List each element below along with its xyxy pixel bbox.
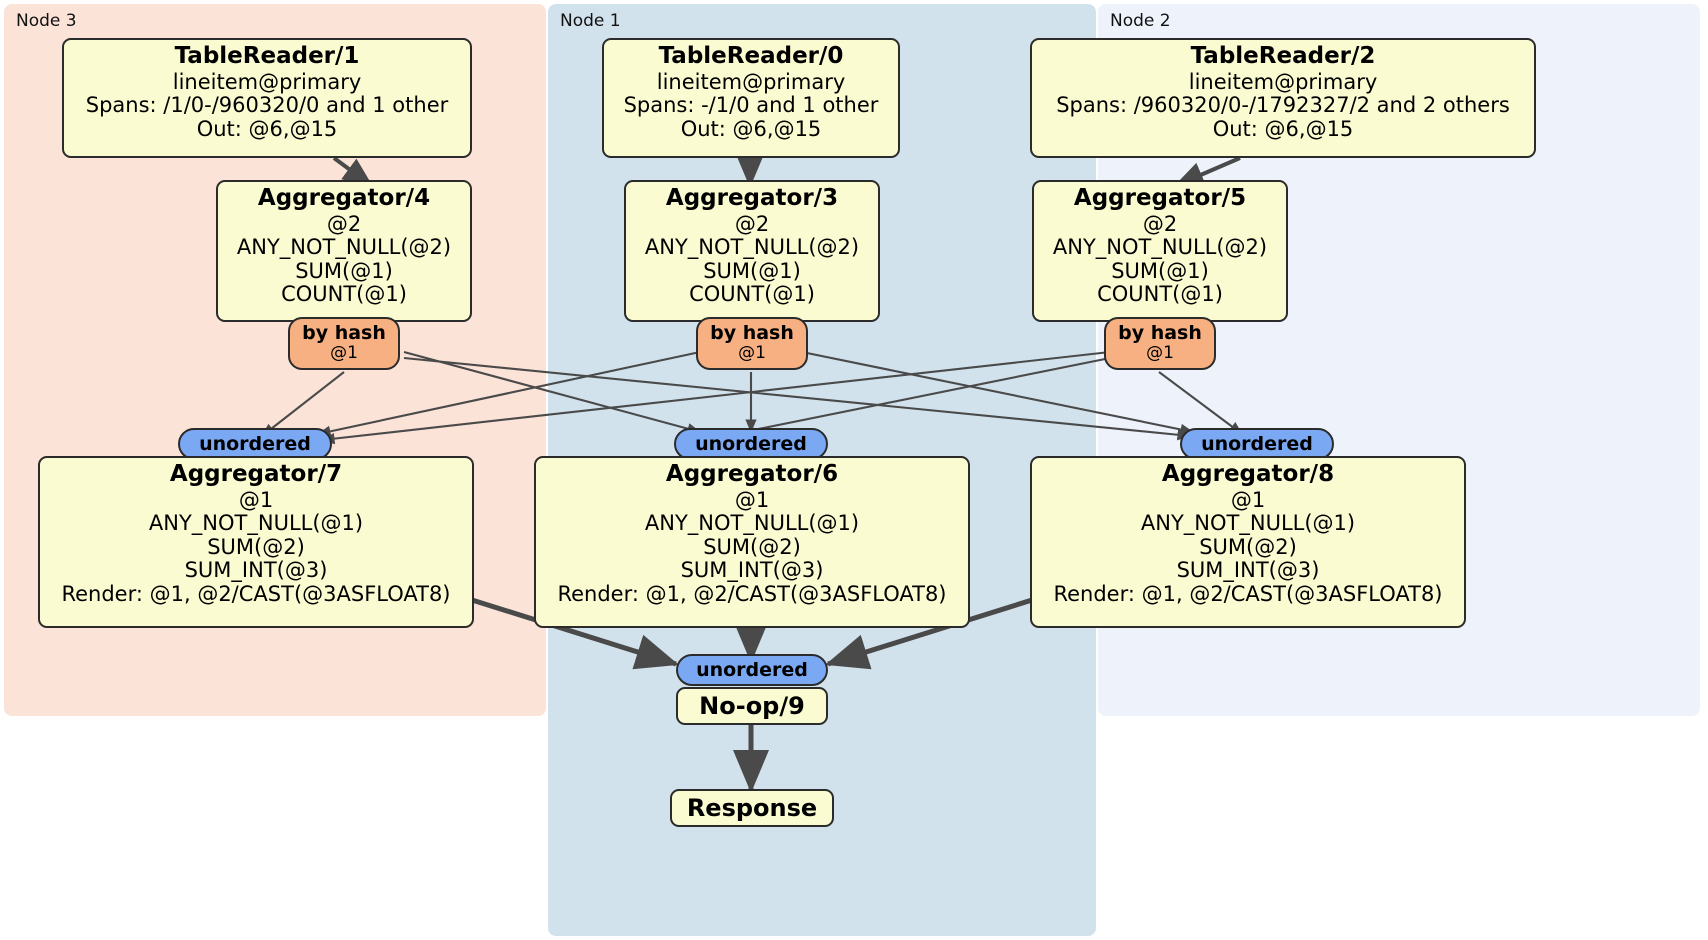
processor-line: SUM(@1) (295, 258, 393, 283)
processor-line: @1 (1230, 487, 1266, 512)
processor-line: SUM(@1) (703, 258, 801, 283)
processor-aggregator-3[interactable]: Aggregator/3 @2 ANY_NOT_NULL(@2) SUM(@1)… (624, 180, 880, 322)
processor-line: @1 (238, 487, 274, 512)
processor-title: Aggregator/7 (169, 461, 343, 487)
processor-line: COUNT(@1) (281, 282, 407, 307)
processor-aggregator-7[interactable]: Aggregator/7 @1 ANY_NOT_NULL(@1) SUM(@2)… (38, 456, 474, 628)
processor-line: SUM(@2) (1199, 534, 1297, 559)
processor-line: SUM_INT(@3) (1176, 558, 1320, 583)
processor-line: Render: @1, @2/CAST(@3ASFLOAT8) (557, 581, 947, 606)
processor-line: COUNT(@1) (689, 282, 815, 307)
node-region-label-node2: Node 2 (1110, 11, 1171, 31)
router-badge-by-hash-left[interactable]: by hash @1 (288, 317, 400, 370)
processor-line: SUM(@1) (1111, 258, 1209, 283)
router-badge-type: by hash (302, 322, 386, 344)
synchronizer-badge-label: unordered (199, 432, 311, 455)
router-badge-type: by hash (710, 322, 794, 344)
processor-line: ANY_NOT_NULL(@1) (148, 511, 364, 536)
processor-line: SUM_INT(@3) (680, 558, 824, 583)
processor-aggregator-5[interactable]: Aggregator/5 @2 ANY_NOT_NULL(@2) SUM(@1)… (1032, 180, 1288, 322)
processor-line: ANY_NOT_NULL(@2) (644, 235, 860, 260)
processor-line: Spans: /1/0-/960320/0 and 1 other (85, 93, 449, 118)
processor-title: TableReader/2 (1190, 43, 1376, 69)
processor-line: Render: @1, @2/CAST(@3ASFLOAT8) (61, 581, 451, 606)
processor-title: Response (686, 794, 818, 822)
processor-line: @2 (1142, 211, 1178, 236)
synchronizer-badge-unordered-middle[interactable]: unordered (674, 428, 828, 460)
processor-tablereader-2[interactable]: TableReader/2 lineitem@primary Spans: /9… (1030, 38, 1536, 158)
processor-line: SUM_INT(@3) (184, 558, 328, 583)
synchronizer-badge-label: unordered (695, 432, 807, 455)
processor-line: @2 (326, 211, 362, 236)
processor-line: Spans: -/1/0 and 1 other (623, 93, 879, 118)
router-badge-column: @1 (738, 342, 766, 363)
processor-line: lineitem@primary (1188, 69, 1378, 94)
processor-line: Out: @6,@15 (1212, 116, 1354, 141)
processor-line: ANY_NOT_NULL(@1) (644, 511, 860, 536)
processor-aggregator-4[interactable]: Aggregator/4 @2 ANY_NOT_NULL(@2) SUM(@1)… (216, 180, 472, 322)
processor-line: SUM(@2) (703, 534, 801, 559)
processor-title: TableReader/1 (174, 43, 360, 69)
processor-noop-9[interactable]: No-op/9 (676, 687, 828, 725)
router-badge-column: @1 (1146, 342, 1174, 363)
processor-line: Spans: /960320/0-/1792327/2 and 2 others (1056, 93, 1510, 118)
processor-response[interactable]: Response (670, 789, 834, 827)
router-badge-by-hash-middle[interactable]: by hash @1 (696, 317, 808, 370)
processor-title: TableReader/0 (658, 43, 844, 69)
processor-aggregator-6[interactable]: Aggregator/6 @1 ANY_NOT_NULL(@1) SUM(@2)… (534, 456, 970, 628)
processor-line: SUM(@2) (207, 534, 305, 559)
processor-tablereader-1[interactable]: TableReader/1 lineitem@primary Spans: /1… (62, 38, 472, 158)
processor-title: Aggregator/8 (1161, 461, 1335, 487)
processor-line: Render: @1, @2/CAST(@3ASFLOAT8) (1053, 581, 1443, 606)
processor-line: lineitem@primary (656, 69, 846, 94)
processor-line: ANY_NOT_NULL(@1) (1140, 511, 1356, 536)
synchronizer-badge-unordered-final[interactable]: unordered (676, 654, 828, 686)
processor-title: Aggregator/6 (665, 461, 839, 487)
processor-line: ANY_NOT_NULL(@2) (236, 235, 452, 260)
processor-title: Aggregator/5 (1073, 185, 1247, 211)
synchronizer-badge-label: unordered (1201, 432, 1313, 455)
processor-line: @1 (734, 487, 770, 512)
processor-line: ANY_NOT_NULL(@2) (1052, 235, 1268, 260)
router-badge-column: @1 (330, 342, 358, 363)
synchronizer-badge-label: unordered (696, 658, 808, 681)
processor-aggregator-8[interactable]: Aggregator/8 @1 ANY_NOT_NULL(@1) SUM(@2)… (1030, 456, 1466, 628)
processor-line: COUNT(@1) (1097, 282, 1223, 307)
processor-title: Aggregator/4 (257, 185, 431, 211)
node-region-label-node3: Node 3 (16, 11, 77, 31)
processor-tablereader-0[interactable]: TableReader/0 lineitem@primary Spans: -/… (602, 38, 900, 158)
node-region-label-node1: Node 1 (560, 11, 621, 31)
processor-line: Out: @6,@15 (680, 116, 822, 141)
processor-line: @2 (734, 211, 770, 236)
processor-line: Out: @6,@15 (196, 116, 338, 141)
processor-line: lineitem@primary (172, 69, 362, 94)
processor-title: No-op/9 (699, 692, 805, 720)
router-badge-type: by hash (1118, 322, 1202, 344)
synchronizer-badge-unordered-left[interactable]: unordered (178, 428, 332, 460)
router-badge-by-hash-right[interactable]: by hash @1 (1104, 317, 1216, 370)
processor-title: Aggregator/3 (665, 185, 839, 211)
